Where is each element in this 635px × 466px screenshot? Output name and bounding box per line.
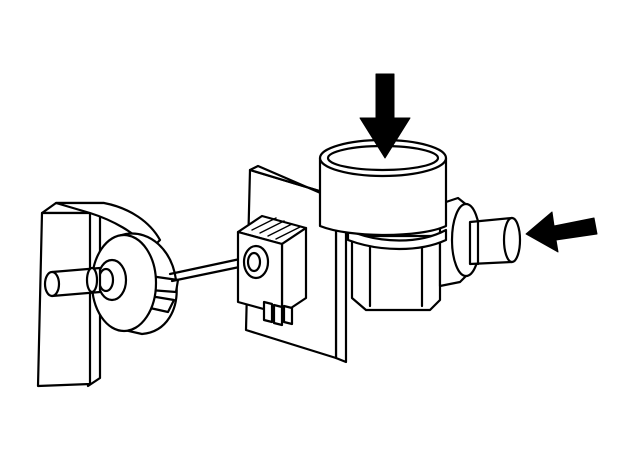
side-arrow bbox=[525, 211, 598, 253]
top-arrow bbox=[359, 73, 411, 159]
sensor-connector bbox=[236, 214, 308, 327]
side-port-nozzle bbox=[468, 216, 522, 266]
pivot-disc bbox=[90, 232, 180, 336]
bracket bbox=[36, 201, 162, 388]
pivot-shaft bbox=[43, 266, 102, 298]
